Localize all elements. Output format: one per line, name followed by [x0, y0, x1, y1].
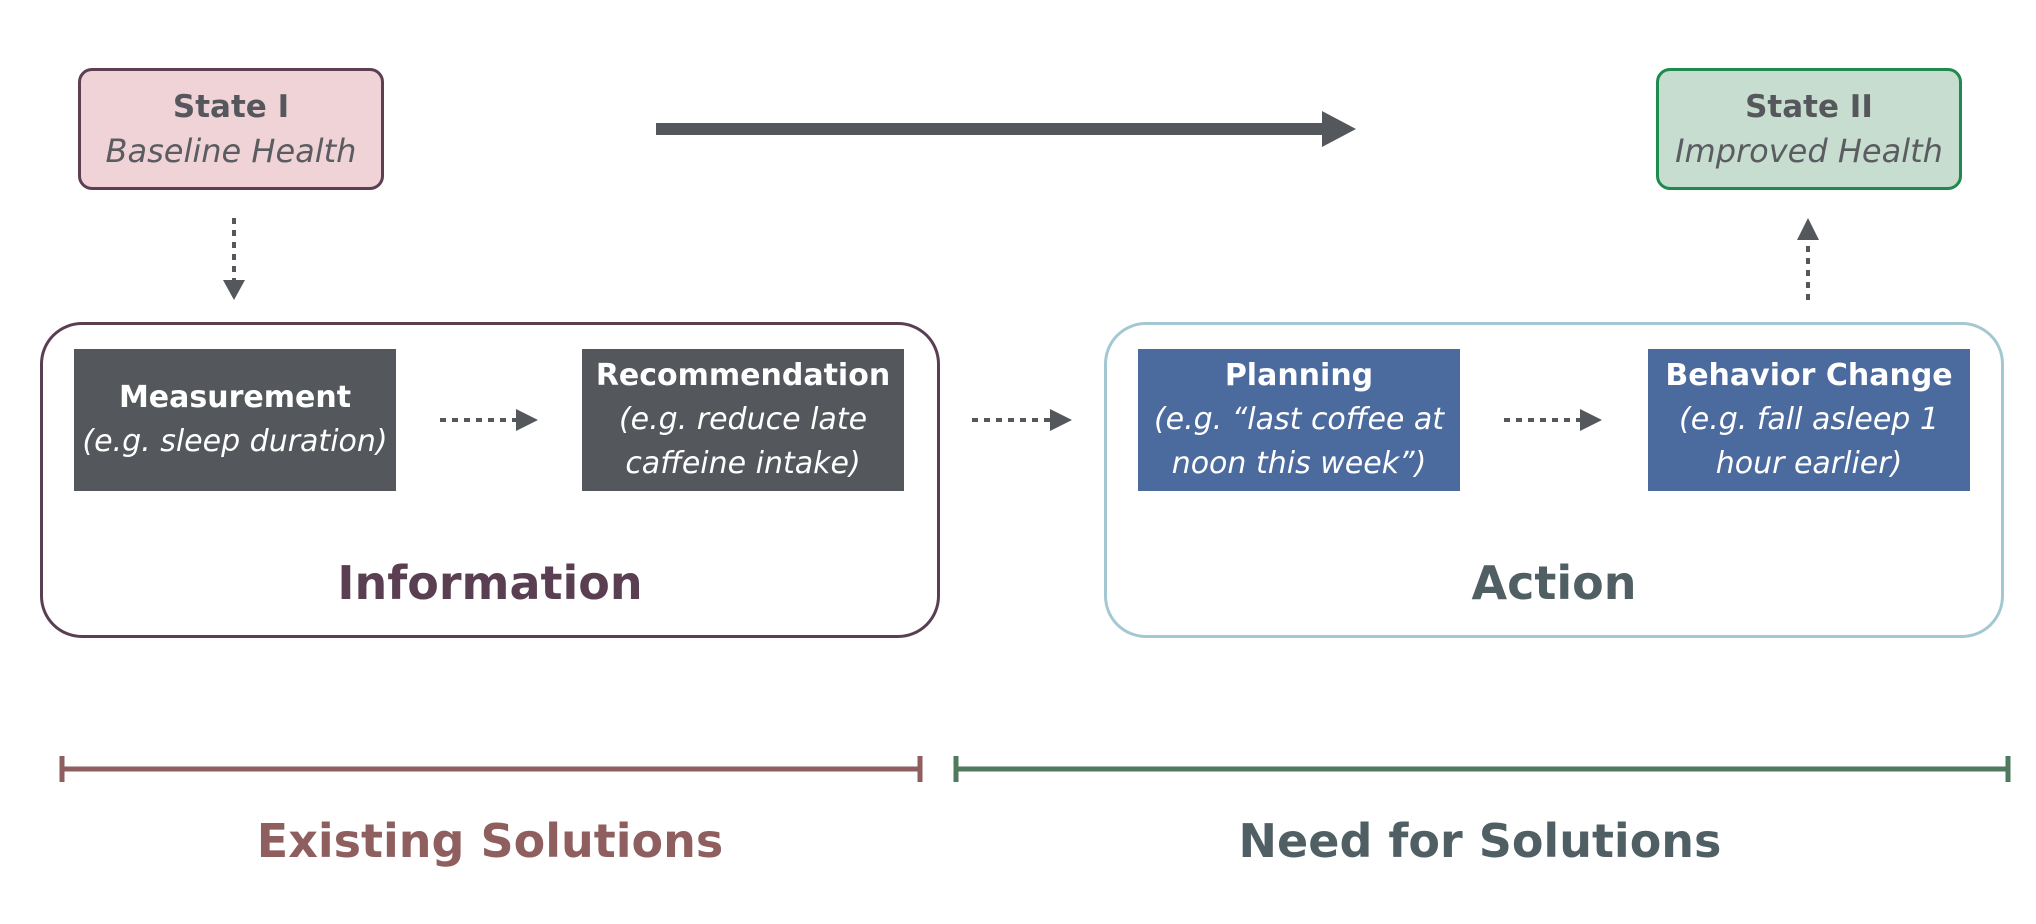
measurement-box: Measurement (e.g. sleep duration): [74, 349, 396, 491]
behavior-change-example-line1: (e.g. fall asleep 1: [1679, 402, 1939, 437]
state-2-box: State II Improved Health: [1656, 68, 1962, 190]
planning-example-line1: (e.g. “last coffee at: [1153, 402, 1445, 437]
information-to-action-arrow: [972, 409, 1072, 431]
state-1-subtitle: Baseline Health: [105, 132, 357, 170]
state-1-title: State I: [172, 89, 290, 125]
state-2-title: State II: [1745, 89, 1873, 125]
existing-solutions-label: Existing Solutions: [256, 814, 724, 868]
need-for-solutions-bracket: [953, 756, 2011, 782]
state-2-subtitle: Improved Health: [1675, 132, 1943, 170]
behavior-change-title: Behavior Change: [1665, 358, 1953, 393]
planning-example-line2: noon this week”): [1171, 446, 1427, 481]
behavior-change-example-line2: hour earlier): [1715, 446, 1903, 481]
information-group: [40, 322, 940, 638]
planning-title: Planning: [1224, 358, 1374, 393]
measurement-title: Measurement: [118, 380, 352, 415]
behavior-to-state2-arrow: [1797, 218, 1819, 300]
planning-to-behavior-arrow: [1504, 409, 1602, 431]
recommendation-title: Recommendation: [595, 358, 891, 393]
recommendation-example-line2: caffeine intake): [625, 446, 861, 481]
state1-to-measurement-arrow: [223, 218, 245, 300]
measurement-example: (e.g. sleep duration): [82, 424, 388, 459]
existing-solutions-bracket: [59, 756, 923, 782]
information-label: Information: [337, 556, 643, 610]
action-group: [1104, 322, 2004, 638]
main-progress-arrow: [656, 111, 1356, 147]
recommendation-box: Recommendation (e.g. reduce late caffein…: [582, 349, 904, 491]
planning-box: Planning (e.g. “last coffee at noon this…: [1138, 349, 1460, 491]
state-1-box: State I Baseline Health: [78, 68, 384, 190]
need-for-solutions-label: Need for Solutions: [1238, 814, 1722, 868]
recommendation-example-line1: (e.g. reduce late: [618, 402, 868, 437]
measurement-to-recommendation-arrow: [440, 409, 538, 431]
behavior-change-box: Behavior Change (e.g. fall asleep 1 hour…: [1648, 349, 1970, 491]
action-label: Action: [1471, 556, 1637, 610]
